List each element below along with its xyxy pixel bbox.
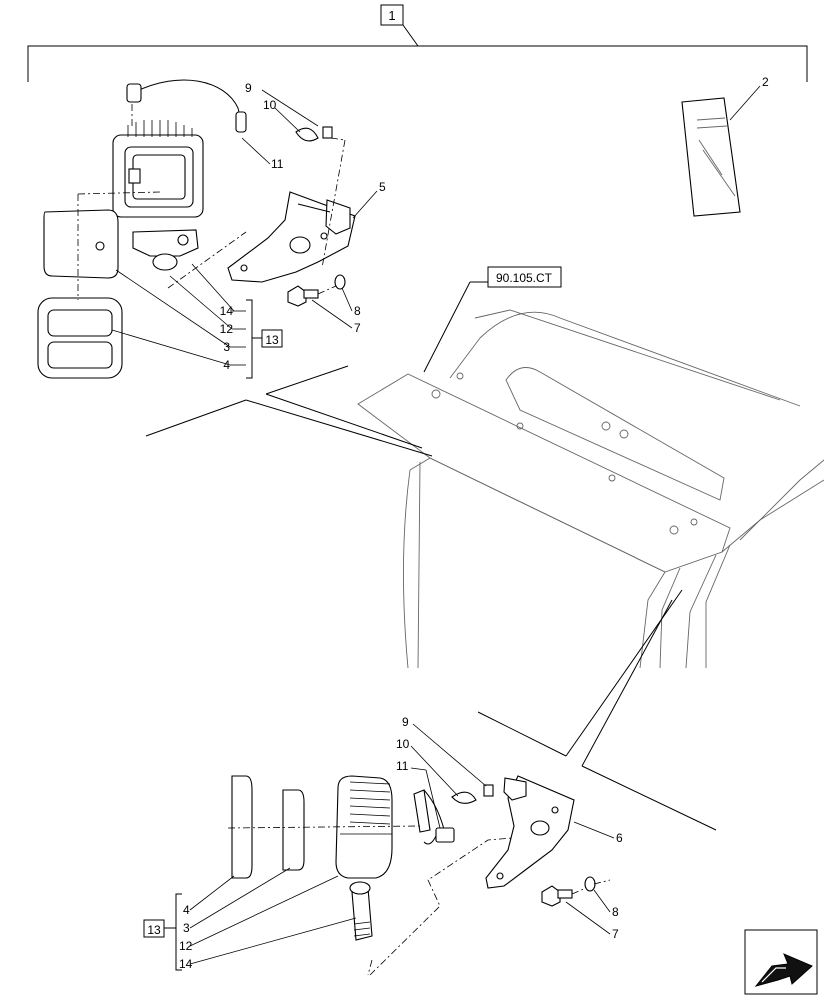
callout-11-top: 11 — [271, 157, 284, 171]
svg-text:13: 13 — [147, 923, 161, 937]
bottom-work-lamp — [227, 775, 513, 976]
harness-plug — [126, 83, 142, 103]
top-bracket-5 — [227, 126, 356, 307]
callout-11-bottom: 11 — [396, 759, 409, 773]
callout-12-top: 12 — [220, 322, 234, 336]
svg-text:1: 1 — [388, 8, 395, 23]
manual-document-2 — [681, 97, 741, 217]
callout-3-bottom: 3 — [183, 921, 190, 935]
callout-7-top: 7 — [354, 321, 361, 335]
callout-14-top: 14 — [220, 304, 234, 318]
callout-12-bottom: 12 — [179, 939, 193, 953]
fastener-9-bottom — [483, 784, 494, 797]
cab-outline — [357, 309, 824, 669]
callout-2: 2 — [762, 75, 769, 89]
callout-8-bottom: 8 — [612, 905, 619, 919]
callout-10-top: 10 — [263, 98, 277, 112]
cab-ref-90-105-ct[interactable]: 90.105.CT — [487, 266, 562, 288]
top-work-lamp — [37, 79, 247, 379]
svg-text:13: 13 — [265, 333, 279, 347]
svg-text:90.105.CT: 90.105.CT — [496, 271, 553, 285]
assembly-ref-1[interactable]: 1 — [380, 4, 404, 26]
callout-3-top: 3 — [223, 340, 230, 354]
harness-connector — [235, 111, 247, 133]
kit-ref-13-bottom[interactable]: 13 — [143, 919, 165, 938]
callout-4-top: 4 — [223, 358, 230, 372]
kit-ref-13-top[interactable]: 13 — [261, 329, 283, 348]
callout-10-bottom: 10 — [396, 737, 410, 751]
fastener-9-top — [322, 126, 333, 139]
callout-14-bottom: 14 — [179, 957, 193, 971]
callout-8-top: 8 — [354, 304, 361, 318]
callout-6: 6 — [616, 831, 623, 845]
callout-4-bottom: 4 — [183, 903, 190, 917]
assembly-bracket — [27, 45, 808, 82]
callout-9-bottom: 9 — [402, 715, 409, 729]
bottom-bracket-6 — [451, 775, 611, 907]
fastener-10-top — [295, 127, 319, 142]
callout-7-bottom: 7 — [612, 927, 619, 941]
next-page-arrow-icon[interactable] — [744, 929, 818, 995]
callout-5: 5 — [379, 180, 386, 194]
callout-9-top: 9 — [245, 81, 252, 95]
fastener-10-bottom — [451, 791, 477, 804]
